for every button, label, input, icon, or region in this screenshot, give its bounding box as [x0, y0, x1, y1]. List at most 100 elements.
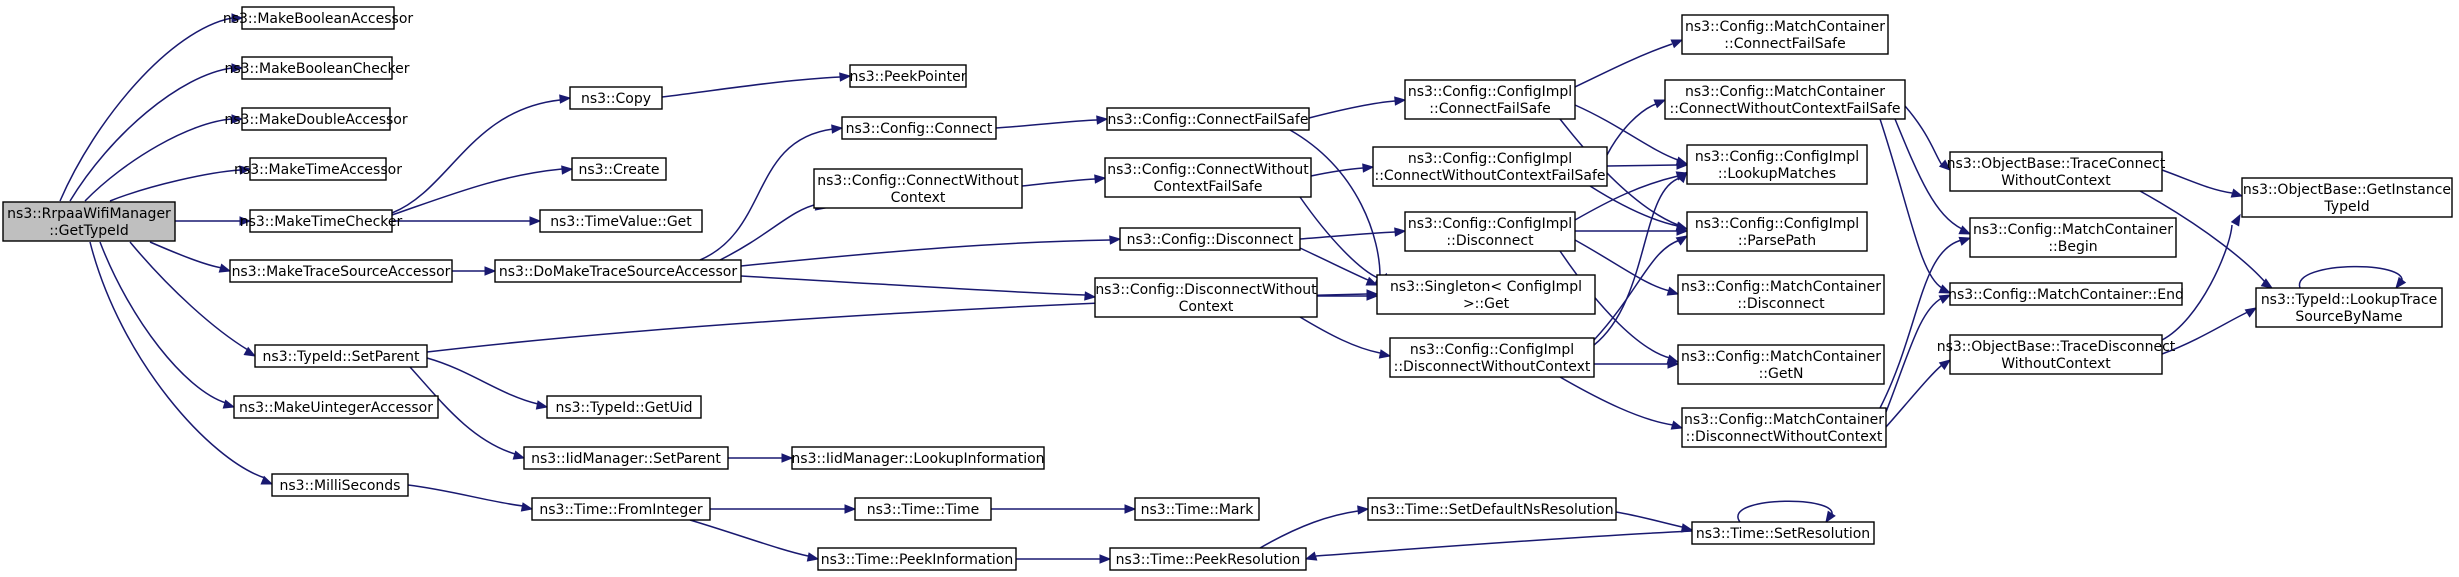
- node-cfgConnWoCtxFS[interactable]: ns3::Config::ConnectWithoutContextFailSa…: [1104, 157, 1312, 198]
- node-peekPtr[interactable]: ns3::PeekPointer: [849, 64, 967, 88]
- node-mcDisconnect[interactable]: ns3::Config::MatchContainer::Disconnect: [1677, 274, 1885, 315]
- edge-milli-to-fromInt: [407, 484, 534, 512]
- node-label: ns3::MilliSeconds: [280, 478, 401, 494]
- node-milli[interactable]: ns3::MilliSeconds: [271, 473, 409, 497]
- node-makeDblAcc[interactable]: ns3::MakeDoubleAccessor: [224, 107, 408, 131]
- edge-fromInt-to-peekInfo: [689, 519, 820, 562]
- arrowhead: [520, 502, 534, 512]
- node-box: [817, 547, 1017, 571]
- node-label: ns3::Config::MatchContainer: [1681, 349, 1881, 365]
- node-root: ns3::RrpaaWifiManager::GetTypeId: [2, 201, 176, 242]
- node-iidSetParent[interactable]: ns3::IidManager::SetParent: [523, 446, 729, 470]
- edge-peekRes-to-setDefRes: [1259, 505, 1370, 549]
- edge-mcDiscWoCtx-to-mcEnd: [1885, 294, 1952, 413]
- node-cfgConnWoCtx[interactable]: ns3::Config::ConnectWithoutContext: [813, 168, 1023, 209]
- node-label: TypeId: [2323, 199, 2369, 215]
- edge-cfgDisconnect-to-implDisconnect: [1299, 227, 1407, 240]
- node-box: [531, 497, 711, 521]
- arrowhead: [1094, 174, 1107, 184]
- node-create[interactable]: ns3::Create: [571, 157, 667, 181]
- edge-doMakeTSA-to-cfgConnect: [699, 124, 844, 261]
- edge-implDiscWoCtx-to-mcGetN: [1594, 359, 1680, 369]
- edge-implDisconnect-to-implParse: [1575, 226, 1689, 236]
- node-peekRes[interactable]: ns3::Time::PeekResolution: [1109, 547, 1307, 571]
- node-label: ::DisconnectWithoutContext: [1686, 429, 1883, 445]
- node-mcEnd[interactable]: ns3::Config::MatchContainer::End: [1948, 282, 2184, 306]
- arrowhead: [231, 63, 244, 73]
- node-timeTime[interactable]: ns3::Time::Time: [854, 497, 992, 521]
- node-label: ns3::Time::SetDefaultNsResolution: [1370, 502, 1613, 518]
- node-makeTimeAcc[interactable]: ns3::MakeTimeAccessor: [234, 157, 402, 181]
- arrowhead: [529, 216, 542, 226]
- node-getUid[interactable]: ns3::TypeId::GetUid: [546, 395, 702, 419]
- edge-implDiscWoCtx-to-implParse: [1593, 235, 1689, 341]
- node-makeUintAcc[interactable]: ns3::MakeUintegerAccessor: [233, 395, 439, 419]
- node-makeBoolChk[interactable]: ns3::MakeBooleanChecker: [224, 56, 410, 80]
- arrowhead: [239, 165, 252, 175]
- node-mcDiscWoCtx[interactable]: ns3::Config::MatchContainer::DisconnectW…: [1681, 407, 1887, 448]
- edge-line: [1289, 129, 1381, 277]
- node-label: ::ConnectWithoutContextFailSafe: [1669, 101, 1900, 117]
- node-label: ns3::Config::ConnectFailSafe: [1108, 112, 1309, 128]
- node-label: ns3::Time::Time: [867, 502, 979, 518]
- node-setParent[interactable]: ns3::TypeId::SetParent: [254, 344, 428, 368]
- edge-line: [2161, 224, 2233, 341]
- node-cfgDiscWoCtx[interactable]: ns3::Config::DisconnectWithoutContext: [1094, 277, 1318, 318]
- node-timeMark[interactable]: ns3::Time::Mark: [1134, 497, 1260, 521]
- edge-line: [1737, 500, 1833, 523]
- node-mcConnFS[interactable]: ns3::Config::MatchContainer::ConnectFail…: [1681, 14, 1889, 55]
- node-setDefRes[interactable]: ns3::Time::SetDefaultNsResolution: [1367, 497, 1617, 521]
- arrowhead: [1394, 96, 1407, 106]
- arrowhead: [1304, 551, 1318, 561]
- node-makeBoolAcc[interactable]: ns3::MakeBooleanAccessor: [223, 6, 414, 30]
- node-fromInt[interactable]: ns3::Time::FromInteger: [531, 497, 711, 521]
- node-box: [1367, 497, 1617, 521]
- node-iidLookup[interactable]: ns3::IidManager::LookupInformation: [791, 446, 1045, 470]
- node-implDiscWoCtx[interactable]: ns3::Config::ConfigImpl::DisconnectWitho…: [1389, 337, 1595, 378]
- edge-implConnFS-to-mcConnFS: [1574, 39, 1684, 88]
- node-box: [1372, 146, 1608, 187]
- edge-line: [407, 484, 524, 507]
- node-mcGetN[interactable]: ns3::Config::MatchContainer::GetN: [1677, 344, 1885, 385]
- node-obTraceDisc[interactable]: ns3::ObjectBase::TraceDisconnectWithoutC…: [1937, 334, 2176, 375]
- node-obTraceConn[interactable]: ns3::ObjectBase::TraceConnectWithoutCont…: [1947, 151, 2166, 192]
- node-box: [1094, 277, 1318, 318]
- node-label: ns3::Config::ConfigImpl: [1408, 216, 1572, 232]
- node-copy[interactable]: ns3::Copy: [569, 86, 663, 110]
- node-doMakeTSA[interactable]: ns3::DoMakeTraceSourceAccessor: [494, 259, 742, 283]
- node-implLookup[interactable]: ns3::Config::ConfigImpl::LookupMatches: [1686, 144, 1868, 185]
- edge-root-to-setParent: [129, 241, 257, 357]
- arrowhead: [218, 263, 232, 273]
- edge-line: [2161, 311, 2249, 355]
- node-implParse[interactable]: ns3::Config::ConfigImpl::ParsePath: [1686, 211, 1868, 252]
- edge-obTraceConn-to-lookupTrace: [2139, 190, 2274, 289]
- node-cfgConnFS[interactable]: ns3::Config::ConnectFailSafe: [1106, 107, 1310, 131]
- node-implConnWoCtxFS[interactable]: ns3::Config::ConfigImpl::ConnectWithoutC…: [1372, 146, 1608, 187]
- node-cfgConnect[interactable]: ns3::Config::Connect: [841, 116, 997, 140]
- node-label: ::Disconnect: [1737, 296, 1825, 312]
- arrowhead: [1365, 276, 1379, 286]
- node-implConnFS[interactable]: ns3::Config::ConfigImpl::ConnectFailSafe: [1404, 79, 1576, 120]
- node-cfgDisconnect[interactable]: ns3::Config::Disconnect: [1119, 227, 1301, 251]
- node-box: [1686, 211, 1868, 252]
- arrowhead: [2230, 213, 2241, 227]
- node-makeTimeChk[interactable]: ns3::MakeTimeChecker: [240, 209, 403, 233]
- edge-line: [1885, 364, 1943, 428]
- node-label: ns3::Config::MatchContainer: [1684, 412, 1884, 428]
- node-peekInfo[interactable]: ns3::Time::PeekInformation: [817, 547, 1017, 571]
- node-setRes[interactable]: ns3::Time::SetResolution: [1691, 521, 1875, 545]
- node-mcBegin[interactable]: ns3::Config::MatchContainer::Begin: [1969, 217, 2177, 258]
- node-singletonGet[interactable]: ns3::Singleton< ConfigImpl >::Get: [1376, 274, 1596, 315]
- edge-line: [1894, 118, 1963, 230]
- edge-makeTSA-to-doMakeTSA: [452, 266, 497, 276]
- node-tvGet[interactable]: ns3::TimeValue::Get: [539, 209, 703, 233]
- arrowhead: [1666, 286, 1680, 296]
- edge-makeTimeChk-to-copy: [391, 94, 572, 214]
- node-mcConnWoCtxFS[interactable]: ns3::Config::MatchContainer::ConnectWith…: [1664, 79, 1906, 120]
- edge-setParent-to-iidSetParent: [409, 366, 526, 460]
- arrowhead: [1680, 523, 1694, 533]
- node-makeTSA[interactable]: ns3::MakeTraceSourceAccessor: [229, 259, 453, 283]
- node-implDisconnect[interactable]: ns3::Config::ConfigImpl::Disconnect: [1404, 211, 1576, 252]
